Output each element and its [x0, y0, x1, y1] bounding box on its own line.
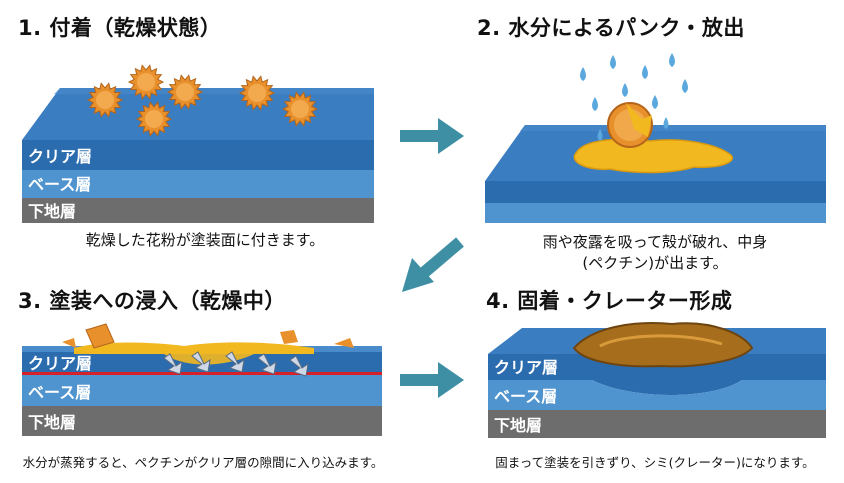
step3-title: 3. 塗装への浸入（乾燥中） — [18, 289, 286, 313]
step4-caption: 固まって塗装を引きずり、シミ(クレーター)になります。 — [495, 455, 815, 470]
pectin-puddle — [573, 138, 734, 174]
layer-label-base: ベース層 — [28, 175, 91, 194]
layer-label-clear: クリア層 — [494, 358, 558, 377]
arrow-right-bottom — [400, 362, 464, 398]
crater-stain — [572, 322, 754, 368]
pollen-fragment — [334, 338, 354, 348]
step2-illustration — [485, 53, 826, 223]
pollen-fragment — [280, 330, 298, 344]
base-layer — [488, 380, 826, 410]
step4-title: 4. 固着・クレーター形成 — [486, 289, 733, 313]
step4-illustration: クリア層 ベース層 下地層 — [488, 322, 826, 438]
pollen-grain — [127, 64, 165, 100]
arrow-right-top — [400, 118, 464, 154]
base-layer — [22, 375, 382, 406]
clear-layer — [488, 354, 826, 395]
layer-label-clear: クリア層 — [28, 354, 92, 373]
water-drops — [580, 53, 688, 141]
step2-caption-line2: (ペクチン)が出ます。 — [582, 254, 728, 272]
step1-illustration: クリア層 ベース層 下地層 — [22, 64, 374, 223]
arrow-diagonal — [402, 237, 464, 292]
step3-caption: 水分が蒸発すると、ペクチンがクリア層の隙間に入り込みます。 — [22, 455, 384, 470]
pollen-grain — [135, 101, 173, 137]
step1-caption: 乾燥した花粉が塗装面に付きます。 — [85, 231, 325, 249]
layer-label-ground: 下地層 — [494, 416, 542, 435]
pollen-fragment — [85, 323, 115, 349]
layer-label-ground: 下地層 — [28, 202, 76, 221]
pollen-grain — [281, 91, 319, 127]
layer-label-base: ベース層 — [494, 387, 557, 406]
burst-pollen-grain — [607, 102, 653, 148]
clear-layer — [22, 140, 374, 170]
pectin-spread — [74, 342, 314, 354]
pollen-grain — [166, 74, 204, 110]
ground-layer — [488, 410, 826, 438]
pollen-grain — [238, 75, 276, 111]
step2-caption: 雨や夜露を吸って殻が破れ、中身 (ペクチン)が出ます。 — [485, 232, 825, 274]
penetration-arrows — [163, 351, 309, 377]
layer-label-ground: 下地層 — [28, 413, 76, 432]
step2-title: 2. 水分によるパンク・放出 — [477, 16, 745, 40]
base-layer — [22, 170, 374, 198]
pollen-grain — [86, 82, 124, 118]
step3-illustration: クリア層 ベース層 下地層 — [22, 323, 382, 436]
ground-layer — [22, 406, 382, 436]
pollen-fragment — [62, 338, 76, 348]
layer-label-clear: クリア層 — [28, 147, 92, 166]
step1-title: 1. 付着（乾燥状態） — [18, 16, 222, 40]
ground-layer — [22, 198, 374, 223]
step2-caption-line1: 雨や夜露を吸って殻が破れ、中身 — [542, 233, 768, 251]
layer-label-base: ベース層 — [28, 383, 91, 402]
damage-line — [22, 372, 382, 375]
